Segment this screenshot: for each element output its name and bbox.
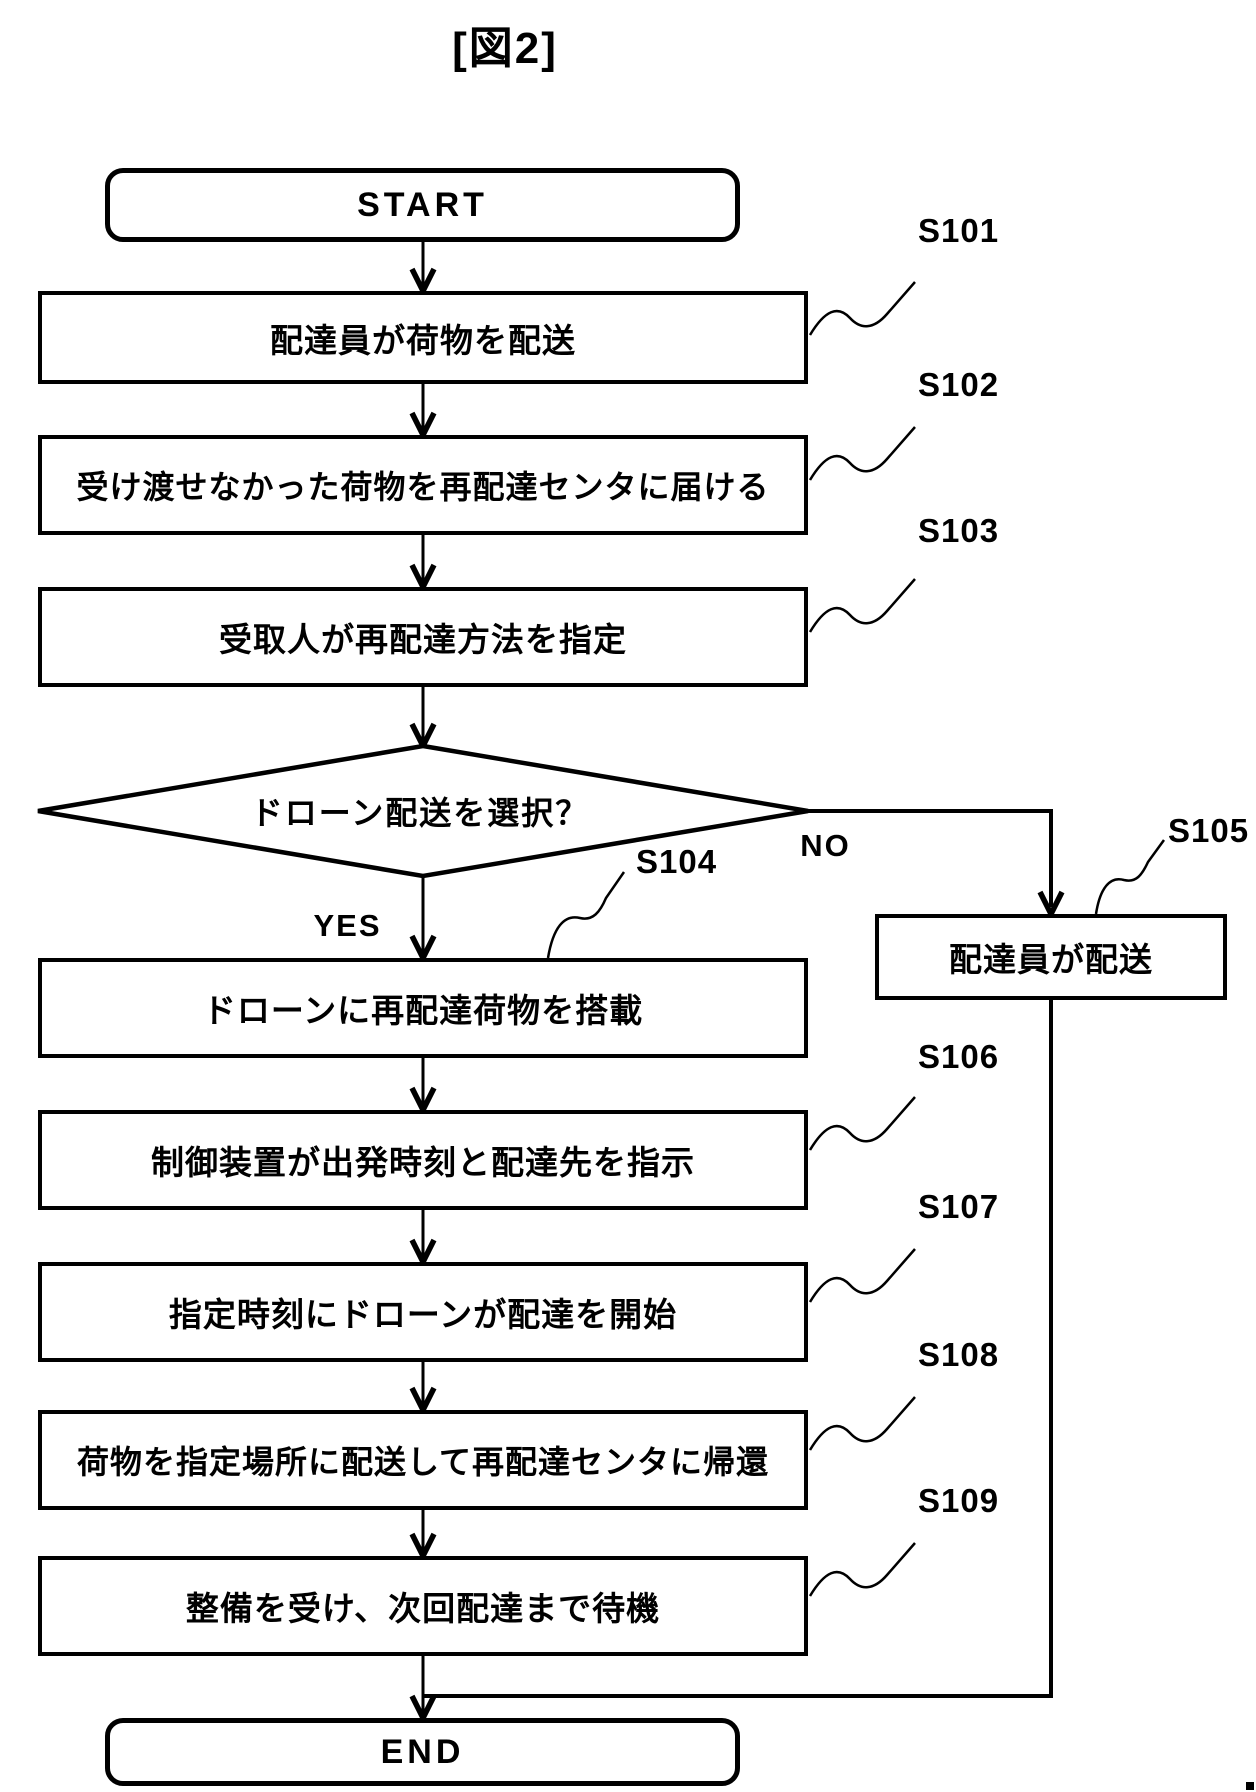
no-branch-line: [808, 809, 1053, 907]
step-label-s105: S105: [1168, 812, 1250, 849]
no-label: NO: [800, 828, 851, 863]
leader-s103: [808, 578, 916, 633]
step-box-s106: 制御装置が出発時刻と配達先を指示: [38, 1110, 808, 1210]
leader-s107: [808, 1248, 916, 1303]
step-box-s102: 受け渡せなかった荷物を再配達センタに届ける: [38, 435, 808, 535]
leader-s106: [808, 1096, 916, 1151]
return-line: [424, 1000, 1053, 1698]
step-box-s101: 配達員が荷物を配送: [38, 291, 808, 384]
leader-s102: [808, 426, 916, 481]
page-mark-dot: [1246, 1782, 1254, 1790]
step-label-s108: S108: [918, 1336, 1000, 1373]
step-box-s109: 整備を受け、次回配達まで待機: [38, 1556, 808, 1656]
step-box-s105: 配達員が配送: [875, 914, 1227, 1000]
decision-question: ドローン配送を選択？: [250, 795, 590, 831]
step-label-s101: S101: [918, 212, 1000, 249]
figure-title: [図2]: [452, 24, 558, 73]
step-label-s103: S103: [918, 512, 1000, 549]
step-label-s109: S109: [918, 1482, 1000, 1519]
leader-s104: [546, 871, 626, 959]
step-label-s107: S107: [918, 1188, 1000, 1225]
decision-diamond-shape: [37, 743, 809, 879]
step-box-s108: 荷物を指定場所に配送して再配達センタに帰還: [38, 1410, 808, 1510]
end-terminal: END: [105, 1718, 740, 1786]
leader-s101: [808, 281, 916, 336]
leader-s108: [808, 1396, 916, 1451]
branch-lines: [424, 809, 1053, 1698]
label-leaders: [546, 281, 1166, 1597]
step-label-s106: S106: [918, 1038, 1000, 1075]
step-label-s102: S102: [918, 366, 1000, 403]
leader-s109: [808, 1542, 916, 1597]
yes-label: YES: [313, 908, 382, 943]
start-terminal: START: [105, 168, 740, 242]
leader-s105: [1094, 839, 1166, 915]
step-box-s107: 指定時刻にドローンが配達を開始: [38, 1262, 808, 1362]
step-box-s103: 受取人が再配達方法を指定: [38, 587, 808, 687]
step-label-s104: S104: [636, 843, 718, 880]
step-box-s104: ドローンに再配達荷物を搭載: [38, 958, 808, 1058]
